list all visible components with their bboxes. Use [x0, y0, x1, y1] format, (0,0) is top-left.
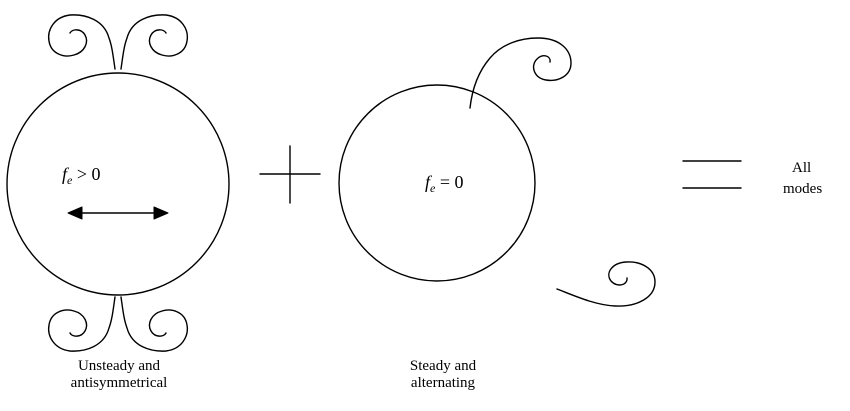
bottom-right-vortex [120, 296, 189, 352]
left-mode-caption: Unsteady and antisymmetrical [40, 358, 198, 392]
right-formula-var: f [425, 172, 431, 192]
arrow-head-left [67, 206, 83, 220]
bottom-vortex-pair [47, 296, 189, 352]
result-label: All modes [783, 160, 822, 198]
bottom-left-vortex [47, 296, 116, 352]
upper-shed-vortex [469, 37, 572, 109]
right-mode-formula: fe = 0 [425, 172, 464, 196]
right-formula-subscript: e [430, 181, 436, 195]
left-mode-figure [6, 14, 230, 352]
left-mode-formula: fe > 0 [62, 164, 101, 188]
lower-shed-vortex [556, 261, 656, 307]
left-caption-line2: antisymmetrical [70, 375, 168, 391]
right-mode-figure [338, 37, 656, 307]
top-right-vortex [120, 14, 189, 70]
oscillation-arrow [67, 206, 169, 220]
right-cylinder [338, 84, 536, 282]
right-caption-line2: alternating [410, 375, 476, 391]
top-left-vortex [47, 14, 116, 70]
left-formula-var: f [62, 164, 68, 184]
left-formula-relation: > 0 [72, 164, 101, 184]
top-vortex-pair [47, 14, 189, 70]
right-caption-line1: Steady and [409, 358, 477, 374]
left-cylinder [6, 72, 230, 296]
left-formula-subscript: e [67, 173, 73, 187]
left-caption-line1: Unsteady and [77, 358, 161, 374]
equals-sign [682, 160, 742, 189]
result-label-line1: All [792, 160, 812, 176]
plus-sign [259, 145, 321, 204]
result-label-line2: modes [783, 181, 823, 197]
right-mode-caption: Steady and alternating [393, 358, 493, 392]
arrow-head-right [153, 206, 169, 220]
right-formula-relation: = 0 [435, 172, 464, 192]
